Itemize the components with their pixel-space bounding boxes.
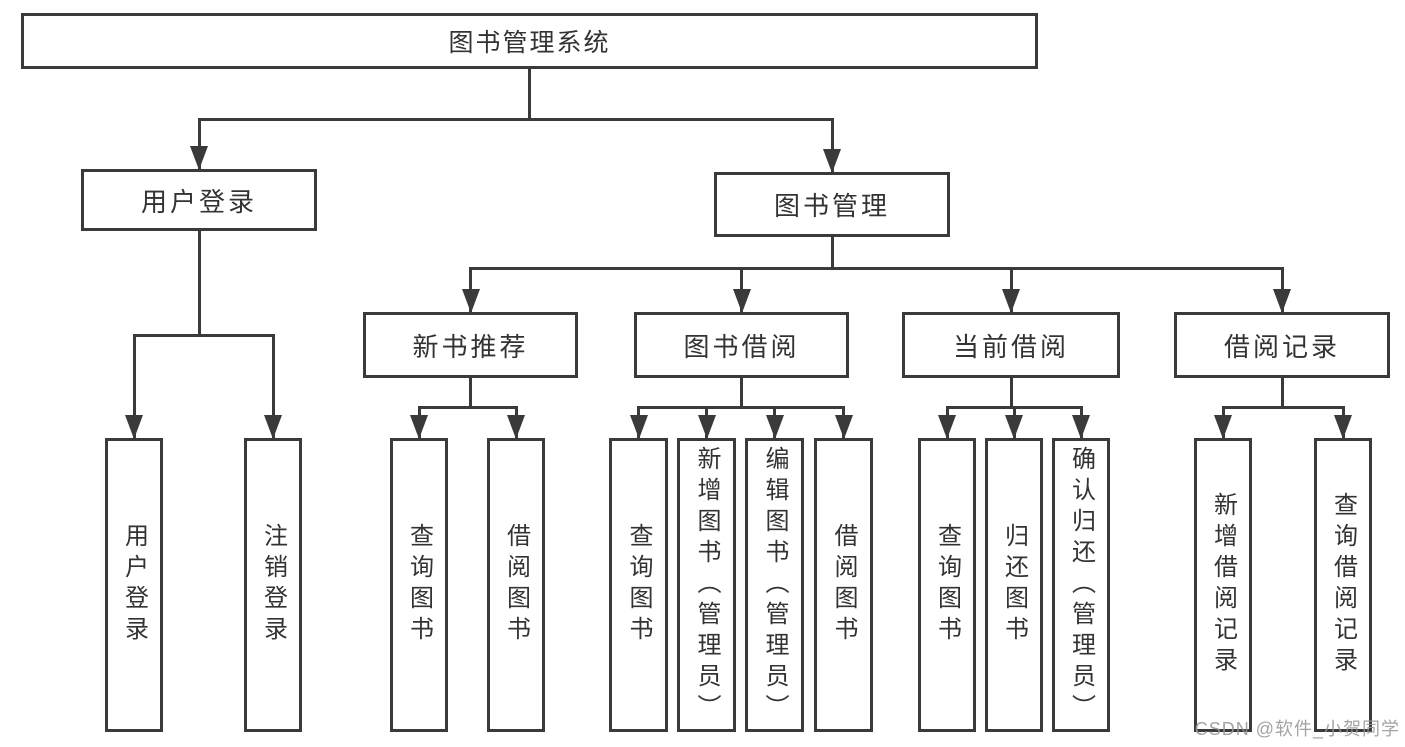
node-label-book-borrow: 图书借阅	[683, 331, 800, 362]
arrowhead-down-icon	[1002, 289, 1020, 313]
arrowhead-down-icon	[190, 146, 208, 170]
connector-vline	[197, 231, 201, 337]
arrowhead-down-icon	[410, 415, 428, 439]
arrowhead-down-icon	[1005, 415, 1023, 439]
node-login-user: 用户登录	[105, 438, 163, 732]
node-label-borrow-query: 查询图书	[625, 523, 652, 647]
node-current-borrow: 当前借阅	[902, 312, 1120, 378]
arrowhead-down-icon	[1214, 415, 1232, 439]
arrowhead-down-icon	[834, 415, 853, 439]
connector-vline	[197, 119, 201, 169]
node-label-record-query: 查询借阅记录	[1329, 492, 1357, 678]
node-book-mgmt: 图书管理	[714, 172, 950, 237]
node-current-query: 查询图书	[918, 438, 976, 732]
arrowhead-down-icon	[765, 415, 784, 439]
connector-vline	[1009, 378, 1013, 409]
node-label-current-query: 查询图书	[933, 523, 961, 647]
connector-hline	[417, 405, 518, 409]
node-label-current-confirm: 确认归还（管理员）	[1067, 445, 1095, 725]
connector-vline	[271, 335, 275, 438]
node-login-logout: 注销登录	[244, 438, 302, 732]
arrowhead-down-icon	[697, 415, 716, 439]
node-current-confirm: 确认归还（管理员）	[1052, 438, 1110, 732]
node-borrow-add: 新增图书（管理员）	[677, 438, 736, 732]
watermark: CSDN @软件_小贺同学	[1194, 719, 1400, 739]
connector-hline	[132, 333, 275, 337]
connector-vline	[830, 237, 834, 270]
arrowhead-down-icon	[461, 289, 480, 313]
node-label-rec-borrow: 借阅图书	[502, 523, 530, 647]
node-label-root: 图书管理系统	[448, 29, 611, 57]
node-current-return: 归还图书	[985, 438, 1043, 732]
arrowhead-down-icon	[732, 289, 751, 313]
node-label-borrow-edit: 编辑图书（管理员）	[761, 445, 788, 725]
node-label-record-add: 新增借阅记录	[1209, 492, 1237, 678]
node-record-query: 查询借阅记录	[1314, 438, 1372, 732]
node-label-login-logout: 注销登录	[259, 523, 287, 647]
connector-hline	[637, 405, 845, 409]
node-rec-borrow: 借阅图书	[487, 438, 545, 732]
connector-hline	[1221, 405, 1345, 409]
arrowhead-down-icon	[629, 415, 648, 439]
arrowhead-down-icon	[507, 415, 525, 439]
node-borrow-edit: 编辑图书（管理员）	[745, 438, 804, 732]
node-label-rec-query: 查询图书	[405, 523, 433, 647]
arrowhead-down-icon	[264, 415, 282, 439]
node-label-current-borrow: 当前借阅	[952, 331, 1069, 362]
connector-vline	[528, 69, 531, 121]
connector-vline	[740, 378, 743, 409]
node-borrow-record: 借阅记录	[1174, 312, 1390, 378]
node-label-borrow-lend: 借阅图书	[830, 523, 857, 647]
arrowhead-down-icon	[938, 415, 956, 439]
node-user-login: 用户登录	[81, 169, 317, 231]
connector-hline	[469, 266, 1284, 270]
node-rec-query: 查询图书	[390, 438, 448, 732]
node-label-book-mgmt: 图书管理	[773, 191, 890, 221]
arrowhead-down-icon	[125, 415, 143, 439]
connector-vline	[469, 378, 472, 409]
node-record-add: 新增借阅记录	[1194, 438, 1252, 732]
arrowhead-down-icon	[1072, 415, 1090, 439]
connector-hline	[197, 117, 834, 121]
node-label-login-user: 用户登录	[120, 523, 148, 647]
node-label-current-return: 归还图书	[1000, 523, 1028, 647]
arrowhead-down-icon	[1273, 289, 1291, 313]
node-label-borrow-add: 新增图书（管理员）	[693, 445, 720, 725]
node-borrow-query: 查询图书	[609, 438, 668, 732]
node-root: 图书管理系统	[21, 13, 1038, 69]
arrowhead-down-icon	[1334, 415, 1352, 439]
node-label-user-login: 用户登录	[140, 186, 257, 217]
node-label-borrow-record: 借阅记录	[1223, 331, 1340, 362]
node-label-new-book-rec: 新书推荐	[412, 331, 529, 362]
connector-vline	[1280, 378, 1284, 409]
arrowhead-down-icon	[823, 149, 841, 173]
connector-vline	[830, 119, 834, 172]
node-book-borrow: 图书借阅	[634, 312, 849, 378]
connector-vline	[132, 335, 136, 438]
node-borrow-lend: 借阅图书	[814, 438, 873, 732]
node-new-book-rec: 新书推荐	[363, 312, 578, 378]
